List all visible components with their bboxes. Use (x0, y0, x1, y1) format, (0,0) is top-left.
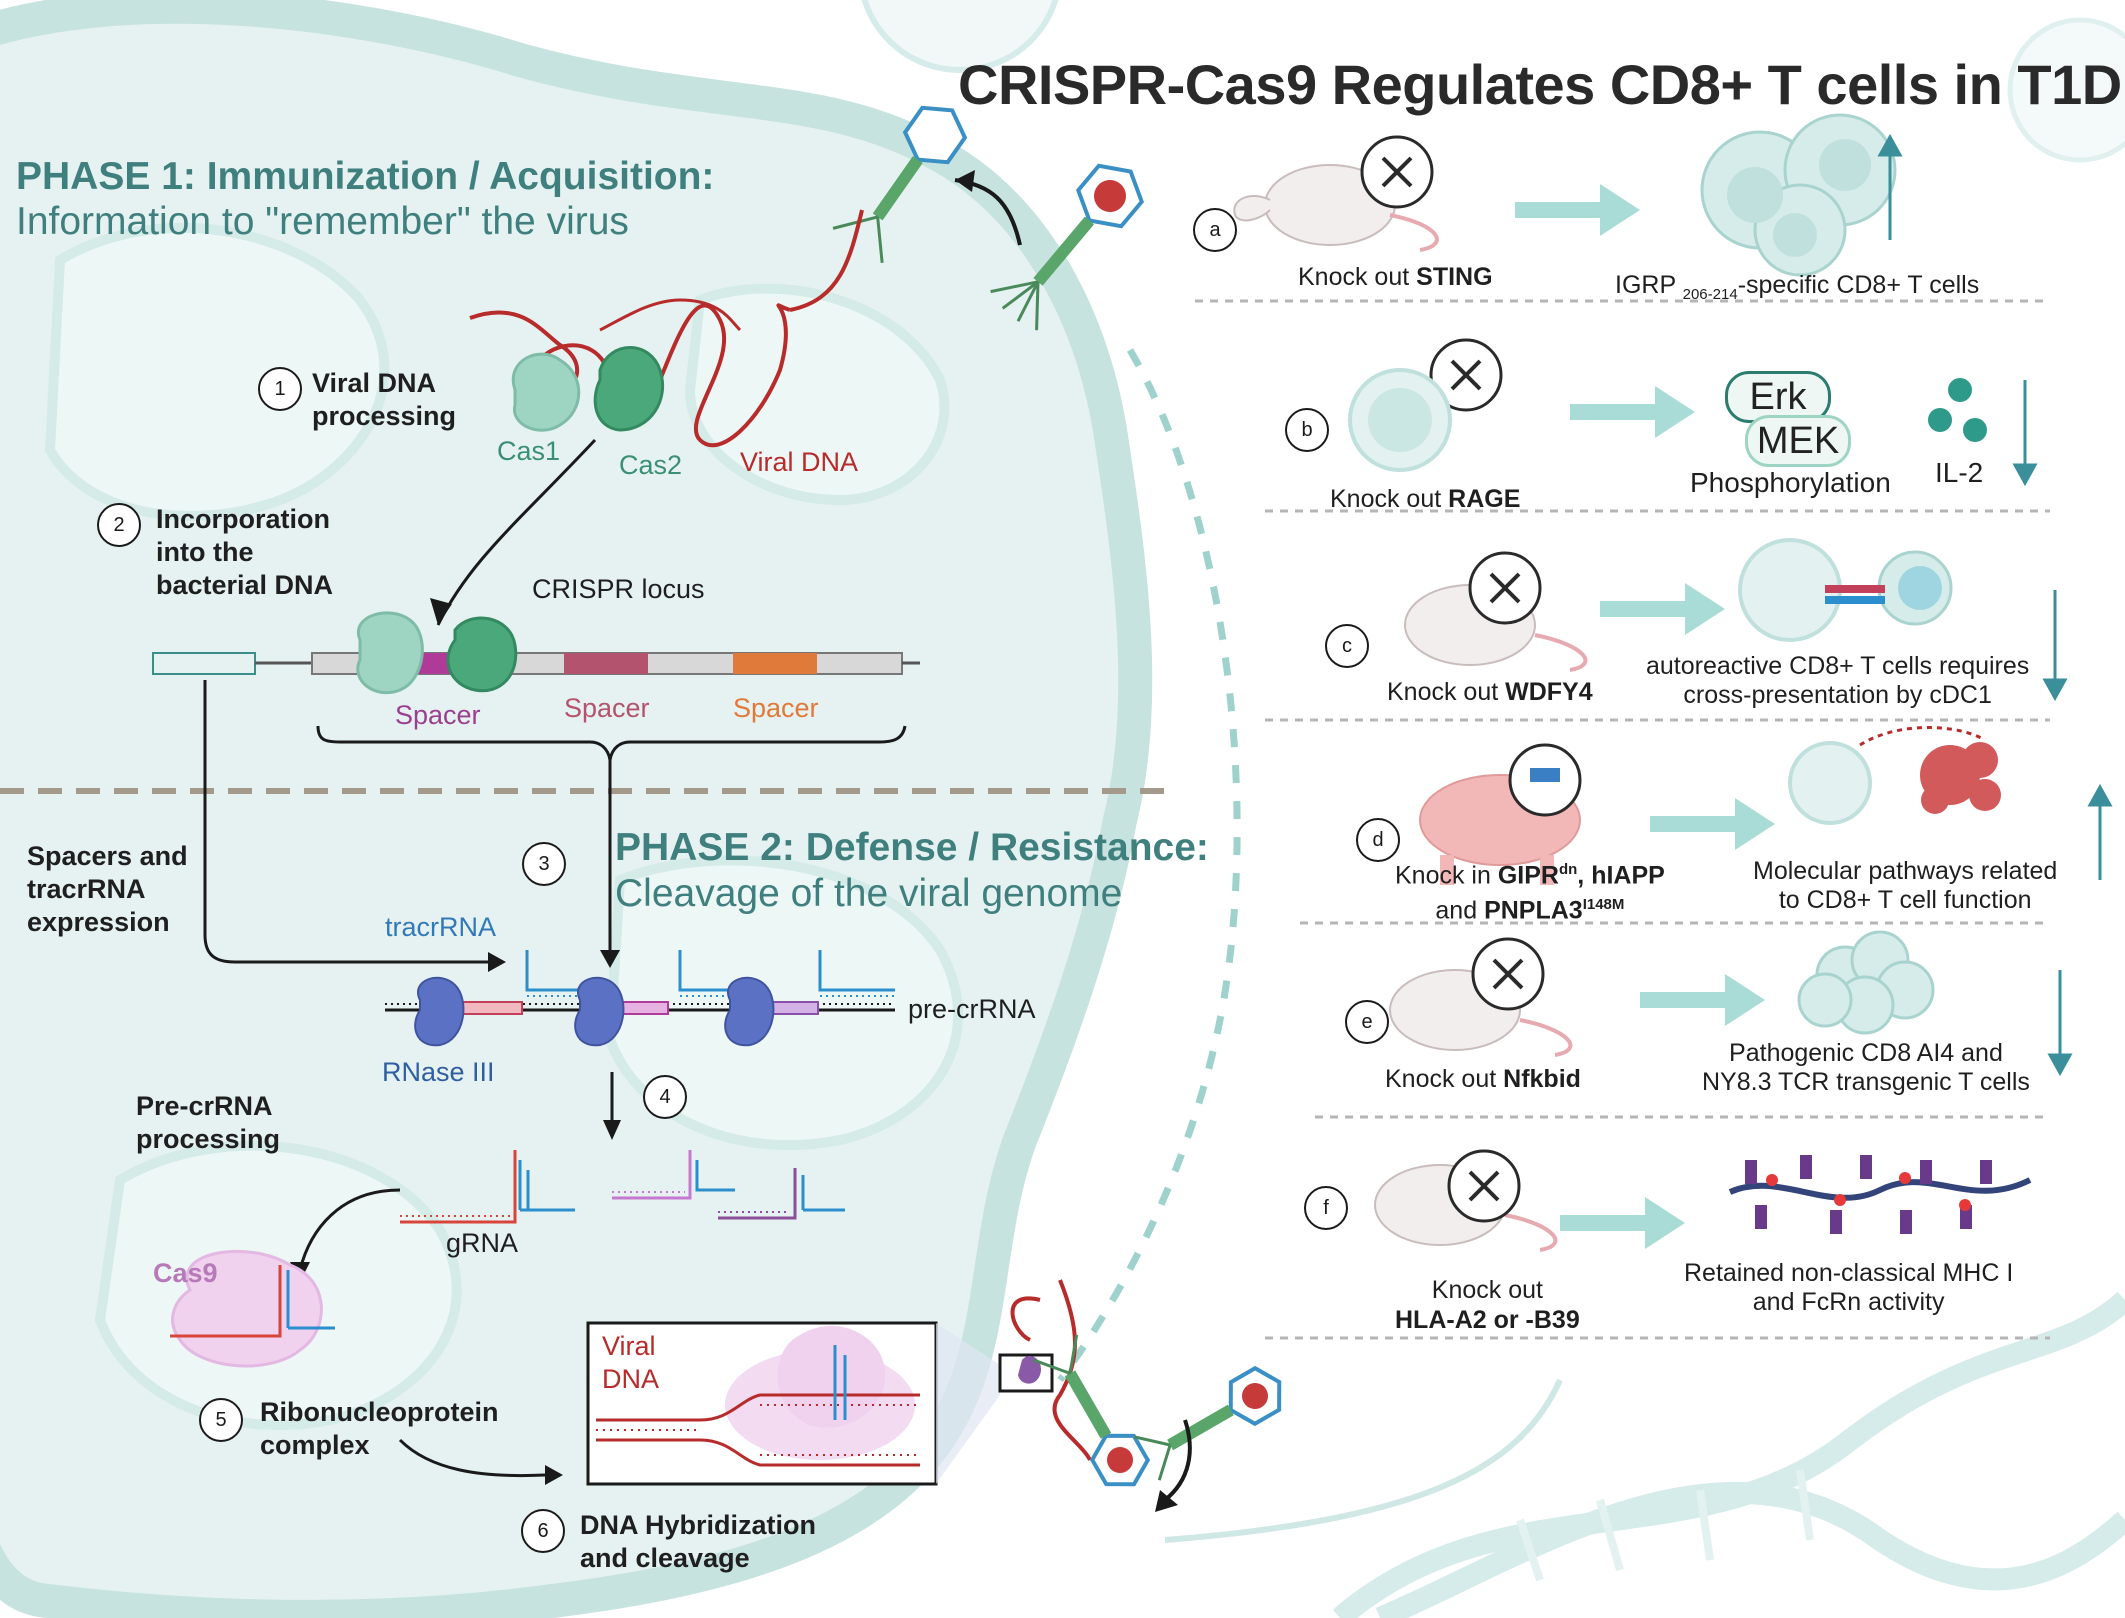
phase2-subheading: Cleavage of the viral genome (615, 872, 1123, 915)
phosphorylation-label: Phosphorylation (1690, 467, 1891, 498)
spacer-label: Spacer (564, 693, 650, 723)
panel-letter: a (1193, 208, 1237, 252)
panel-d-left: Knock in GIPRdn, hIAPP and PNPLA3I148M (1395, 861, 1665, 925)
phase1-heading: PHASE 1: Immunization / Acquisition: (16, 155, 715, 198)
erk-badge: Erk (1725, 371, 1831, 423)
phage-icon (990, 163, 1145, 331)
panel-a-left: Knock out STING (1298, 263, 1493, 291)
panel-letter: e (1345, 1000, 1389, 1044)
phage-icon (1032, 1334, 1151, 1487)
panel-letter: c (1325, 624, 1369, 668)
grna-label: gRNA (446, 1228, 519, 1258)
figure-title: CRISPR-Cas9 Regulates CD8+ T cells in T1… (958, 53, 2122, 116)
panel-c-left: Knock out WDFY4 (1387, 678, 1593, 706)
step-number: 3 (522, 842, 566, 886)
spacer-label: Spacer (733, 693, 819, 723)
step-number: 6 (521, 1509, 565, 1553)
cas1-label: Cas1 (497, 436, 561, 466)
cas-protein-icon (511, 346, 665, 432)
dendritic-cell-icon (1738, 538, 1953, 642)
panel-letter: d (1356, 818, 1400, 862)
phage-icon (1133, 1365, 1282, 1481)
panel-b-left: Knock out RAGE (1330, 485, 1521, 513)
mek-badge: MEK (1745, 415, 1851, 467)
crispr-locus-label: CRISPR locus (532, 574, 705, 604)
viral-dna-label: Viral DNA (740, 447, 859, 477)
step-number: 1 (258, 367, 302, 411)
step-number: 2 (97, 503, 141, 547)
panel-a-right: IGRP 206-214-specific CD8+ T cells (1615, 271, 1980, 303)
tracrrna-label: tracrRNA (385, 912, 497, 942)
panel-letter: f (1304, 1186, 1348, 1230)
panel-letter: b (1285, 408, 1329, 452)
tumor-cell-icon (1920, 742, 2001, 814)
phase1-subheading: Information to "remember" the virus (16, 200, 629, 243)
cas9-label: Cas9 (153, 1258, 218, 1288)
spacer-label: Spacer (395, 700, 481, 730)
phase2-heading: PHASE 2: Defense / Resistance: (615, 826, 1209, 869)
cas2-label: Cas2 (619, 450, 683, 480)
step-number: 5 (199, 1398, 243, 1442)
step-number: 4 (643, 1075, 687, 1119)
phage-icon (832, 105, 968, 263)
rnase-label: RNase III (382, 1057, 495, 1087)
pre-crrna-label: pre-crRNA (908, 994, 1036, 1024)
il2-label: IL-2 (1935, 457, 1984, 488)
panel-e-left: Knock out Nfkbid (1385, 1065, 1581, 1093)
